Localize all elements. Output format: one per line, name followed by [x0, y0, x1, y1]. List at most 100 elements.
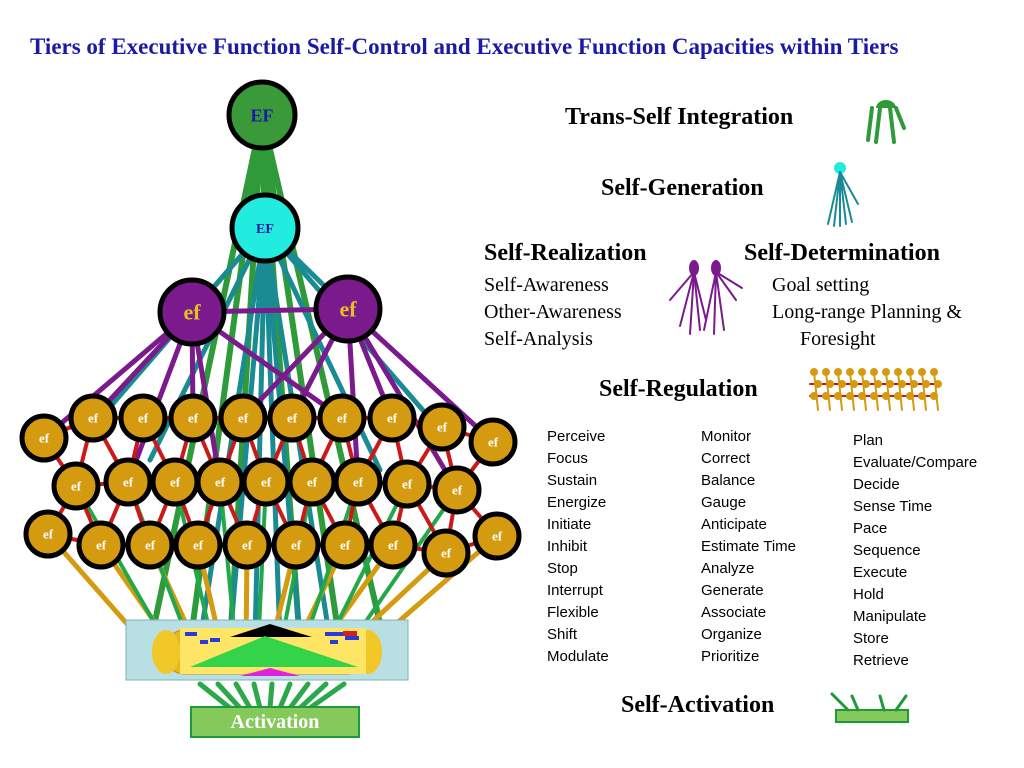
capacity-item: Generate: [701, 582, 764, 599]
small-ef-node: [222, 520, 272, 570]
small-ef-node-label: ef: [215, 475, 226, 490]
small-ef-node: [271, 520, 321, 570]
gold-node-grid-icon: [810, 392, 818, 400]
small-ef-node: [417, 402, 467, 452]
gold-node-grid-icon: [934, 380, 942, 388]
gold-node-grid-icon: [870, 392, 878, 400]
third-ef-node: [157, 277, 227, 347]
activation-base-marker: [330, 640, 338, 644]
green-spider-icon-leg: [894, 106, 906, 130]
second-ef-node-label: EF: [256, 222, 274, 237]
purple-twin-node-icon-leg: [715, 271, 743, 289]
gold-node-grid-icon-line: [837, 371, 843, 411]
third-ef-node-label: ef: [183, 300, 201, 325]
small-ef-node-label: ef: [170, 475, 181, 490]
small-ef-node: [367, 393, 417, 443]
gold-node-grid-icon: [850, 380, 858, 388]
small-ef-node: [103, 457, 153, 507]
gold-node-grid-icon: [910, 380, 918, 388]
activation-base-triangle-dark: [230, 624, 312, 637]
small-ef-node-label: ef: [441, 546, 452, 561]
gold-node-grid-icon: [810, 368, 818, 376]
gold-node-grid-icon: [930, 392, 938, 400]
small-ef-node: [19, 413, 69, 463]
green-spider-icon: [876, 100, 896, 108]
small-ef-node: [320, 520, 370, 570]
capacity-item: Organize: [701, 626, 762, 643]
gold-node-grid-icon: [922, 380, 930, 388]
capacity-item: Anticipate: [701, 516, 767, 533]
cyan-jellyfish-icon-tentacle: [839, 171, 853, 223]
purple-twin-node-icon: [689, 260, 699, 276]
small-ef-node-label: ef: [488, 435, 499, 450]
gold-node-grid-icon: [858, 392, 866, 400]
small-ef-node-label: ef: [188, 411, 199, 426]
gold-node-grid-icon: [894, 368, 902, 376]
cyan-jellyfish-icon-tentacle: [839, 171, 859, 205]
green-tray-icon-prong: [850, 694, 860, 712]
capacity-item: Manipulate: [853, 608, 927, 625]
gold-node-grid-icon-line: [897, 371, 903, 411]
purple-twin-node-icon-leg: [693, 271, 707, 321]
self-generation-line: [262, 225, 283, 643]
cyan-jellyfish-icon: [834, 162, 846, 174]
small-ef-node-label: ef: [452, 483, 463, 498]
small-ef-node-label: ef: [96, 538, 107, 553]
purple-twin-node-icon-leg: [669, 271, 695, 301]
capacities-column-1: Perceive Focus Sustain Energize Initiate…: [547, 426, 609, 668]
purple-twin-node-icon-leg: [715, 271, 737, 301]
gold-node-grid-icon-line: [921, 371, 927, 411]
gold-node-grid-icon-line: [825, 371, 831, 411]
gold-node-grid-icon: [930, 368, 938, 376]
capacity-item: Prioritize: [701, 648, 760, 665]
capacity-item: Monitor: [701, 428, 752, 445]
gold-node-grid-icon: [858, 368, 866, 376]
gold-node-grid-icon-line: [813, 371, 819, 411]
small-ef-node-label: ef: [43, 527, 54, 542]
small-ef-node-label: ef: [307, 475, 318, 490]
gold-node-grid-icon: [814, 380, 822, 388]
small-ef-node-label: ef: [193, 538, 204, 553]
gold-node-grid-icon: [886, 380, 894, 388]
self-determination-item: Long-range Planning &: [772, 301, 962, 323]
capacity-item: Balance: [701, 472, 756, 489]
capacity-item: Correct: [701, 450, 751, 467]
green-tray-icon: [835, 709, 909, 723]
capacity-item: Estimate Time: [701, 538, 797, 555]
green-tray-icon-prong: [878, 694, 886, 712]
purple-twin-node-icon-leg: [693, 271, 701, 331]
gold-node-grid-icon: [870, 368, 878, 376]
gold-node-grid-icon: [906, 392, 914, 400]
gold-node-grid-icon: [846, 392, 854, 400]
gold-node-grid-icon-line: [909, 371, 915, 411]
purple-twin-node-icon-leg: [703, 271, 717, 331]
green-spider-icon-leg: [888, 106, 896, 144]
small-ef-node-label: ef: [437, 420, 448, 435]
capacity-item: Inhibit: [547, 538, 588, 555]
purple-twin-node-icon-leg: [679, 271, 695, 327]
small-ef-node-label: ef: [337, 411, 348, 426]
small-ef-node: [125, 520, 175, 570]
gold-node-grid-icon: [822, 368, 830, 376]
gold-node-grid-icon: [918, 392, 926, 400]
small-ef-node: [382, 459, 432, 509]
capacity-item: Analyze: [701, 560, 755, 577]
self-determination-item: Foresight: [800, 328, 876, 350]
capacity-item: Energize: [547, 494, 607, 511]
small-ef-node-label: ef: [287, 411, 298, 426]
small-ef-node-label: ef: [291, 538, 302, 553]
small-ef-node: [23, 509, 73, 559]
small-ef-node-label: ef: [138, 411, 149, 426]
tier-self-regulation: Self-Regulation: [599, 376, 758, 402]
small-ef-node-label: ef: [123, 475, 134, 490]
capacity-item: Initiate: [547, 516, 592, 533]
gold-node-grid-icon-line: [861, 371, 867, 411]
third-ef-node-label: ef: [339, 297, 357, 322]
gold-node-grid-icon: [894, 392, 902, 400]
capacity-item: Evaluate/Compare: [853, 454, 978, 471]
activation-base-drum-end: [152, 630, 180, 674]
gold-node-grid-icon: [838, 380, 846, 388]
capacity-item: Hold: [853, 586, 884, 603]
capacity-item: Shift: [547, 626, 578, 643]
top-ef-node: [226, 79, 298, 151]
